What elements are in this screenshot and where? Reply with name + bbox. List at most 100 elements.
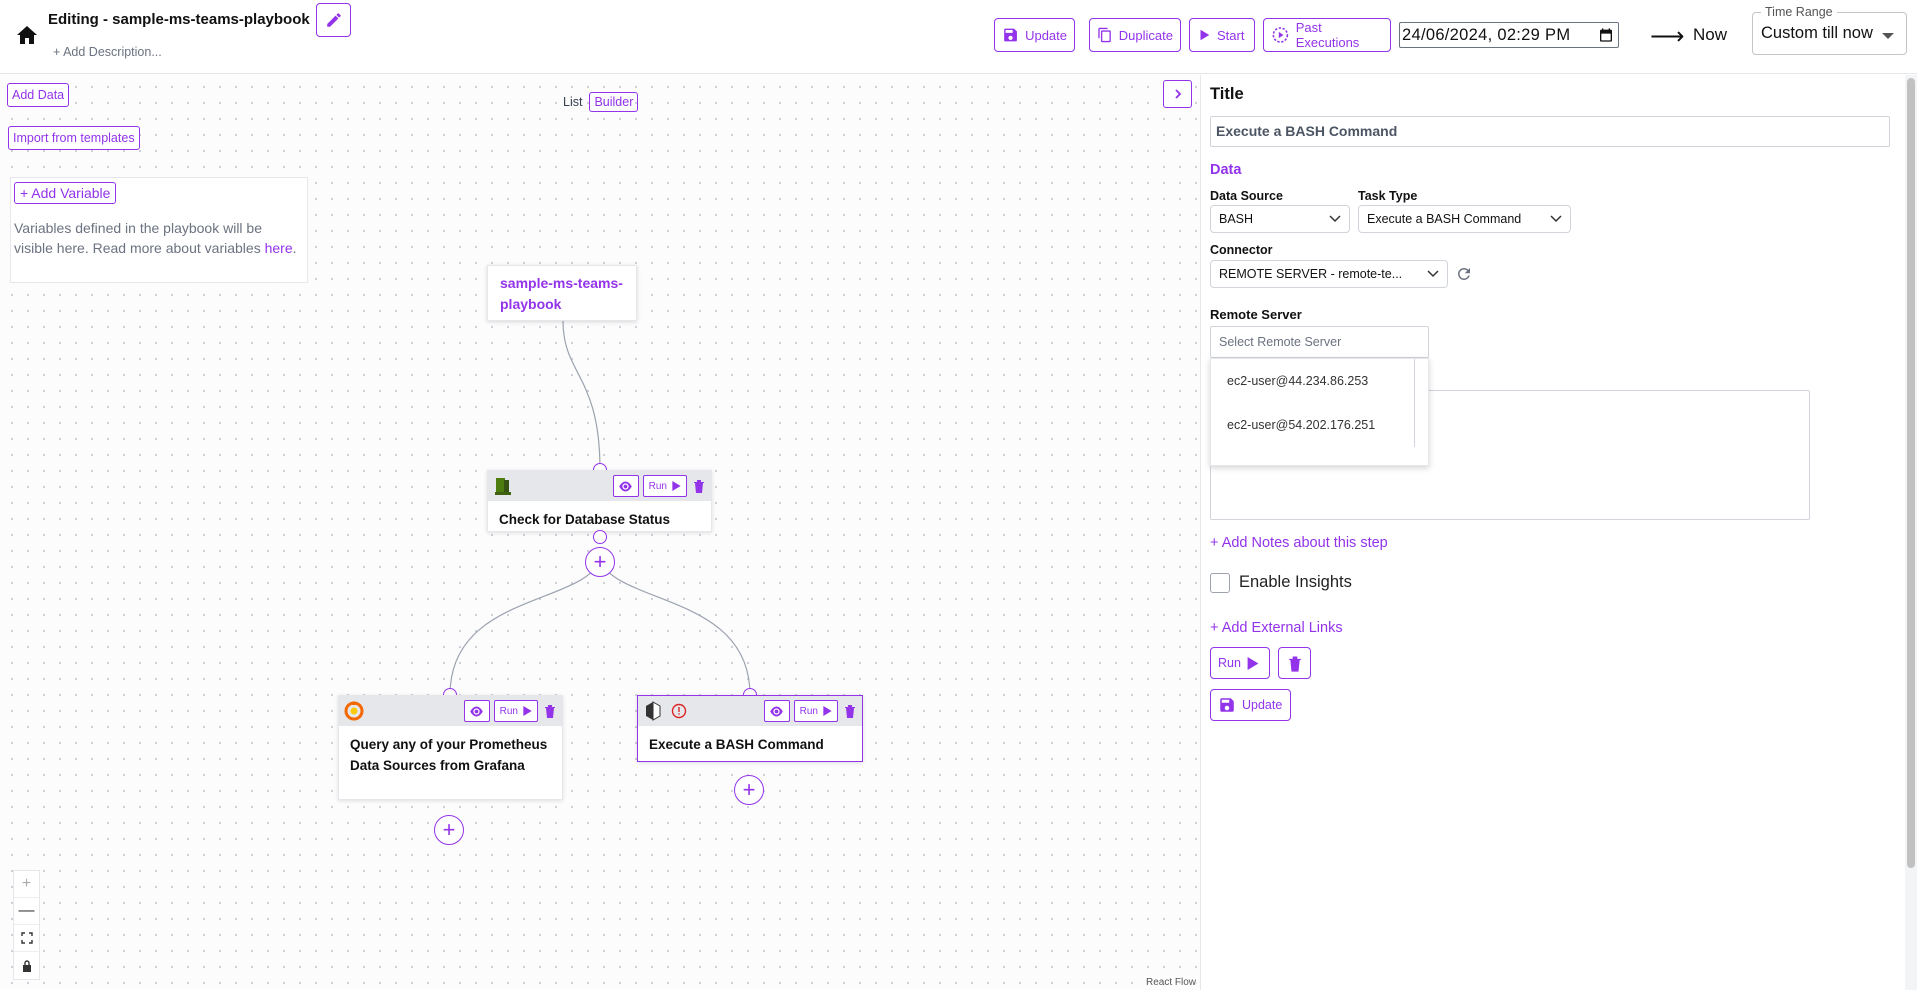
top-header: Editing - sample-ms-teams-playbook + Add… — [0, 0, 1917, 74]
chevron-down-icon — [1329, 215, 1341, 223]
history-play-icon — [1272, 27, 1289, 43]
past-executions-button[interactable]: Past Executions — [1263, 18, 1391, 52]
home-icon[interactable] — [15, 24, 39, 46]
play-icon — [1200, 29, 1210, 41]
step-update-button[interactable]: Update — [1210, 689, 1291, 721]
zoom-controls: + — — [13, 870, 40, 980]
data-source-select[interactable]: BASH — [1210, 205, 1350, 233]
play-icon — [523, 706, 532, 716]
start-button[interactable]: Start — [1189, 18, 1255, 52]
past-executions-label: Past Executions — [1295, 20, 1360, 50]
variables-hint-text: Variables defined in the playbook will b… — [14, 220, 263, 256]
run-label: Run — [648, 480, 667, 492]
panel-scrollbar[interactable] — [1905, 75, 1917, 990]
remote-server-option[interactable]: ec2-user@44.234.86.253 — [1227, 374, 1369, 388]
update-button[interactable]: Update — [994, 18, 1075, 52]
start-label: Start — [1217, 27, 1245, 43]
data-source-label: Data Source — [1210, 189, 1283, 203]
preview-button[interactable] — [612, 475, 639, 497]
connector-label: Connector — [1210, 243, 1273, 257]
arrow-right-icon: ⟶ — [1650, 23, 1685, 50]
enable-insights-checkbox[interactable] — [1210, 573, 1230, 593]
play-icon — [823, 706, 832, 716]
refresh-icon[interactable] — [1455, 265, 1473, 283]
remote-server-label: Remote Server — [1210, 307, 1302, 322]
step-update-label: Update — [1242, 698, 1283, 712]
node-run-button[interactable]: Run — [793, 700, 838, 722]
calendar-icon[interactable] — [1598, 27, 1614, 43]
node-run-button[interactable]: Run — [493, 700, 538, 722]
edit-title-button[interactable] — [316, 3, 351, 37]
import-templates-button[interactable]: Import from templates — [8, 126, 140, 150]
preview-button[interactable] — [763, 700, 790, 722]
add-step-button[interactable]: + — [434, 815, 464, 845]
plus-icon: + — [442, 817, 456, 842]
view-toggle: List Builder — [560, 92, 639, 112]
time-range-legend: Time Range — [1761, 5, 1837, 19]
add-notes-link[interactable]: + Add Notes about this step — [1210, 535, 1388, 551]
flow-canvas[interactable]: Add Data Import from templates List Buil… — [0, 75, 1200, 990]
remote-server-option[interactable]: ec2-user@54.202.176.251 — [1227, 418, 1376, 432]
title-input[interactable]: Execute a BASH Command — [1210, 116, 1890, 147]
playbook-root-node[interactable]: sample-ms-teams-playbook — [487, 265, 637, 321]
preview-button[interactable] — [463, 700, 490, 722]
enable-insights-label: Enable Insights — [1239, 573, 1352, 591]
end-time-label: Now — [1693, 25, 1728, 44]
node-run-button[interactable]: Run — [642, 475, 687, 497]
variables-hint-end: . — [292, 240, 297, 256]
datetime-value: 24/06/2024, 02:29 PM — [1402, 25, 1571, 44]
step-delete-button[interactable] — [1278, 647, 1311, 679]
node-output-handle[interactable] — [593, 530, 607, 544]
duplicate-button[interactable]: Duplicate — [1089, 18, 1181, 52]
node-header: Run — [339, 696, 562, 726]
trash-icon[interactable] — [842, 702, 858, 720]
step-run-button[interactable]: Run — [1210, 647, 1270, 679]
trash-icon[interactable] — [542, 702, 558, 720]
step-node-db-status[interactable]: Run Check for Database Status — [487, 470, 712, 532]
dropdown-scrollbar[interactable] — [1414, 359, 1415, 447]
node-header: Run — [638, 696, 862, 726]
connector-select[interactable]: REMOTE SERVER - remote-te... — [1210, 260, 1448, 288]
eye-icon — [770, 706, 783, 716]
lock-icon[interactable] — [14, 952, 39, 979]
add-data-button[interactable]: Add Data — [7, 83, 70, 107]
update-label: Update — [1025, 27, 1067, 43]
plus-icon: + — [742, 777, 756, 802]
task-type-value: Execute a BASH Command — [1367, 212, 1522, 226]
flow-edges — [449, 320, 751, 696]
start-datetime-input[interactable]: 24/06/2024, 02:29 PM — [1399, 22, 1619, 48]
step-node-grafana[interactable]: Run Query any of your Prometheus Data So… — [338, 695, 563, 800]
add-step-button[interactable]: + — [585, 547, 615, 577]
add-description-link[interactable]: + Add Description... — [53, 45, 162, 59]
database-icon — [492, 475, 514, 497]
save-icon — [1220, 698, 1234, 712]
zoom-in-icon[interactable]: + — [14, 871, 39, 898]
step-node-bash[interactable]: Run Execute a BASH Command — [637, 695, 863, 762]
remote-server-select[interactable]: Select Remote Server — [1210, 326, 1429, 358]
run-label: Run — [499, 705, 518, 717]
step-details-panel: Title Execute a BASH Command Data Data S… — [1200, 75, 1917, 990]
eye-icon — [619, 481, 632, 491]
add-step-button[interactable]: + — [734, 775, 764, 805]
scrollbar-thumb[interactable] — [1907, 78, 1915, 868]
save-icon — [1004, 28, 1017, 42]
add-variable-button[interactable]: + Add Variable — [14, 182, 117, 204]
copy-icon — [1098, 27, 1111, 43]
pencil-icon — [326, 13, 341, 27]
zoom-out-icon[interactable]: — — [14, 898, 39, 925]
tab-list[interactable]: List — [563, 95, 583, 109]
edge-root-to-db — [562, 320, 601, 471]
expand-panel-button[interactable] — [1163, 80, 1192, 108]
node-header: Run — [488, 471, 711, 501]
error-icon — [668, 700, 690, 722]
plus-icon: + — [593, 549, 607, 574]
tab-builder[interactable]: Builder — [589, 92, 639, 112]
time-range-select[interactable]: Time Range Custom till now — [1752, 5, 1907, 55]
react-flow-attribution[interactable]: React Flow — [1143, 976, 1198, 989]
task-type-select[interactable]: Execute a BASH Command — [1358, 205, 1571, 233]
add-external-links-link[interactable]: + Add External Links — [1210, 620, 1343, 636]
page-title: Editing - sample-ms-teams-playbook — [48, 11, 310, 28]
trash-icon[interactable] — [691, 477, 707, 495]
fit-view-icon[interactable] — [14, 925, 39, 952]
variables-help-link[interactable]: here — [264, 240, 293, 256]
